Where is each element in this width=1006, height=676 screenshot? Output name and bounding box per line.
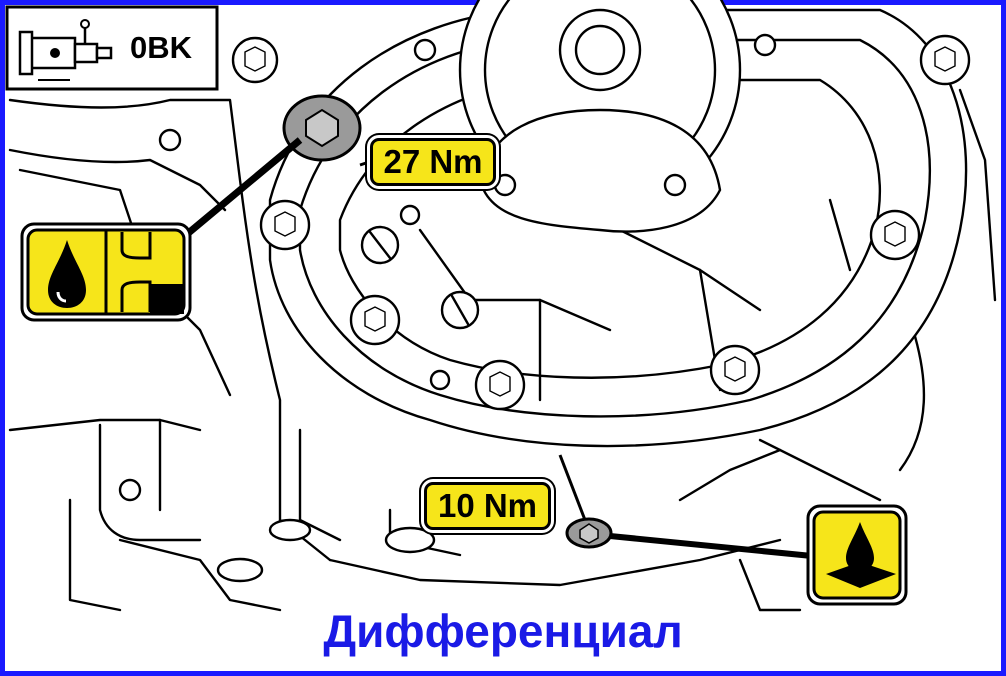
leader-line-upper: [177, 137, 303, 243]
drain-plug-icon: [565, 517, 613, 549]
bolt: [869, 209, 921, 261]
bolt: [231, 36, 279, 84]
housing-outline: [8, 88, 997, 612]
gearbox-code-label: 0BK: [130, 30, 193, 65]
bolt: [474, 359, 526, 411]
gearbox-icon: [18, 19, 113, 81]
oil-drop-fill-level-icon: [20, 222, 192, 322]
torque-label-lower: 10 Nm: [424, 482, 551, 530]
leader-line-torque-lower: [558, 454, 587, 521]
torque-label-upper: 27 Nm: [370, 138, 496, 186]
bolt: [259, 199, 311, 251]
oil-drop-drain-pan-icon: [806, 504, 908, 606]
diagram-caption: Дифференциал: [323, 605, 683, 657]
leader-line-drain: [609, 533, 813, 559]
differential-cover: [118, 0, 968, 583]
bolt: [349, 294, 401, 346]
bolt: [919, 34, 971, 86]
cover-bolts: [231, 34, 971, 411]
gearbox-badge: [5, 5, 219, 91]
hex-socket-plug-icon: [282, 94, 362, 162]
bolt: [709, 344, 761, 396]
